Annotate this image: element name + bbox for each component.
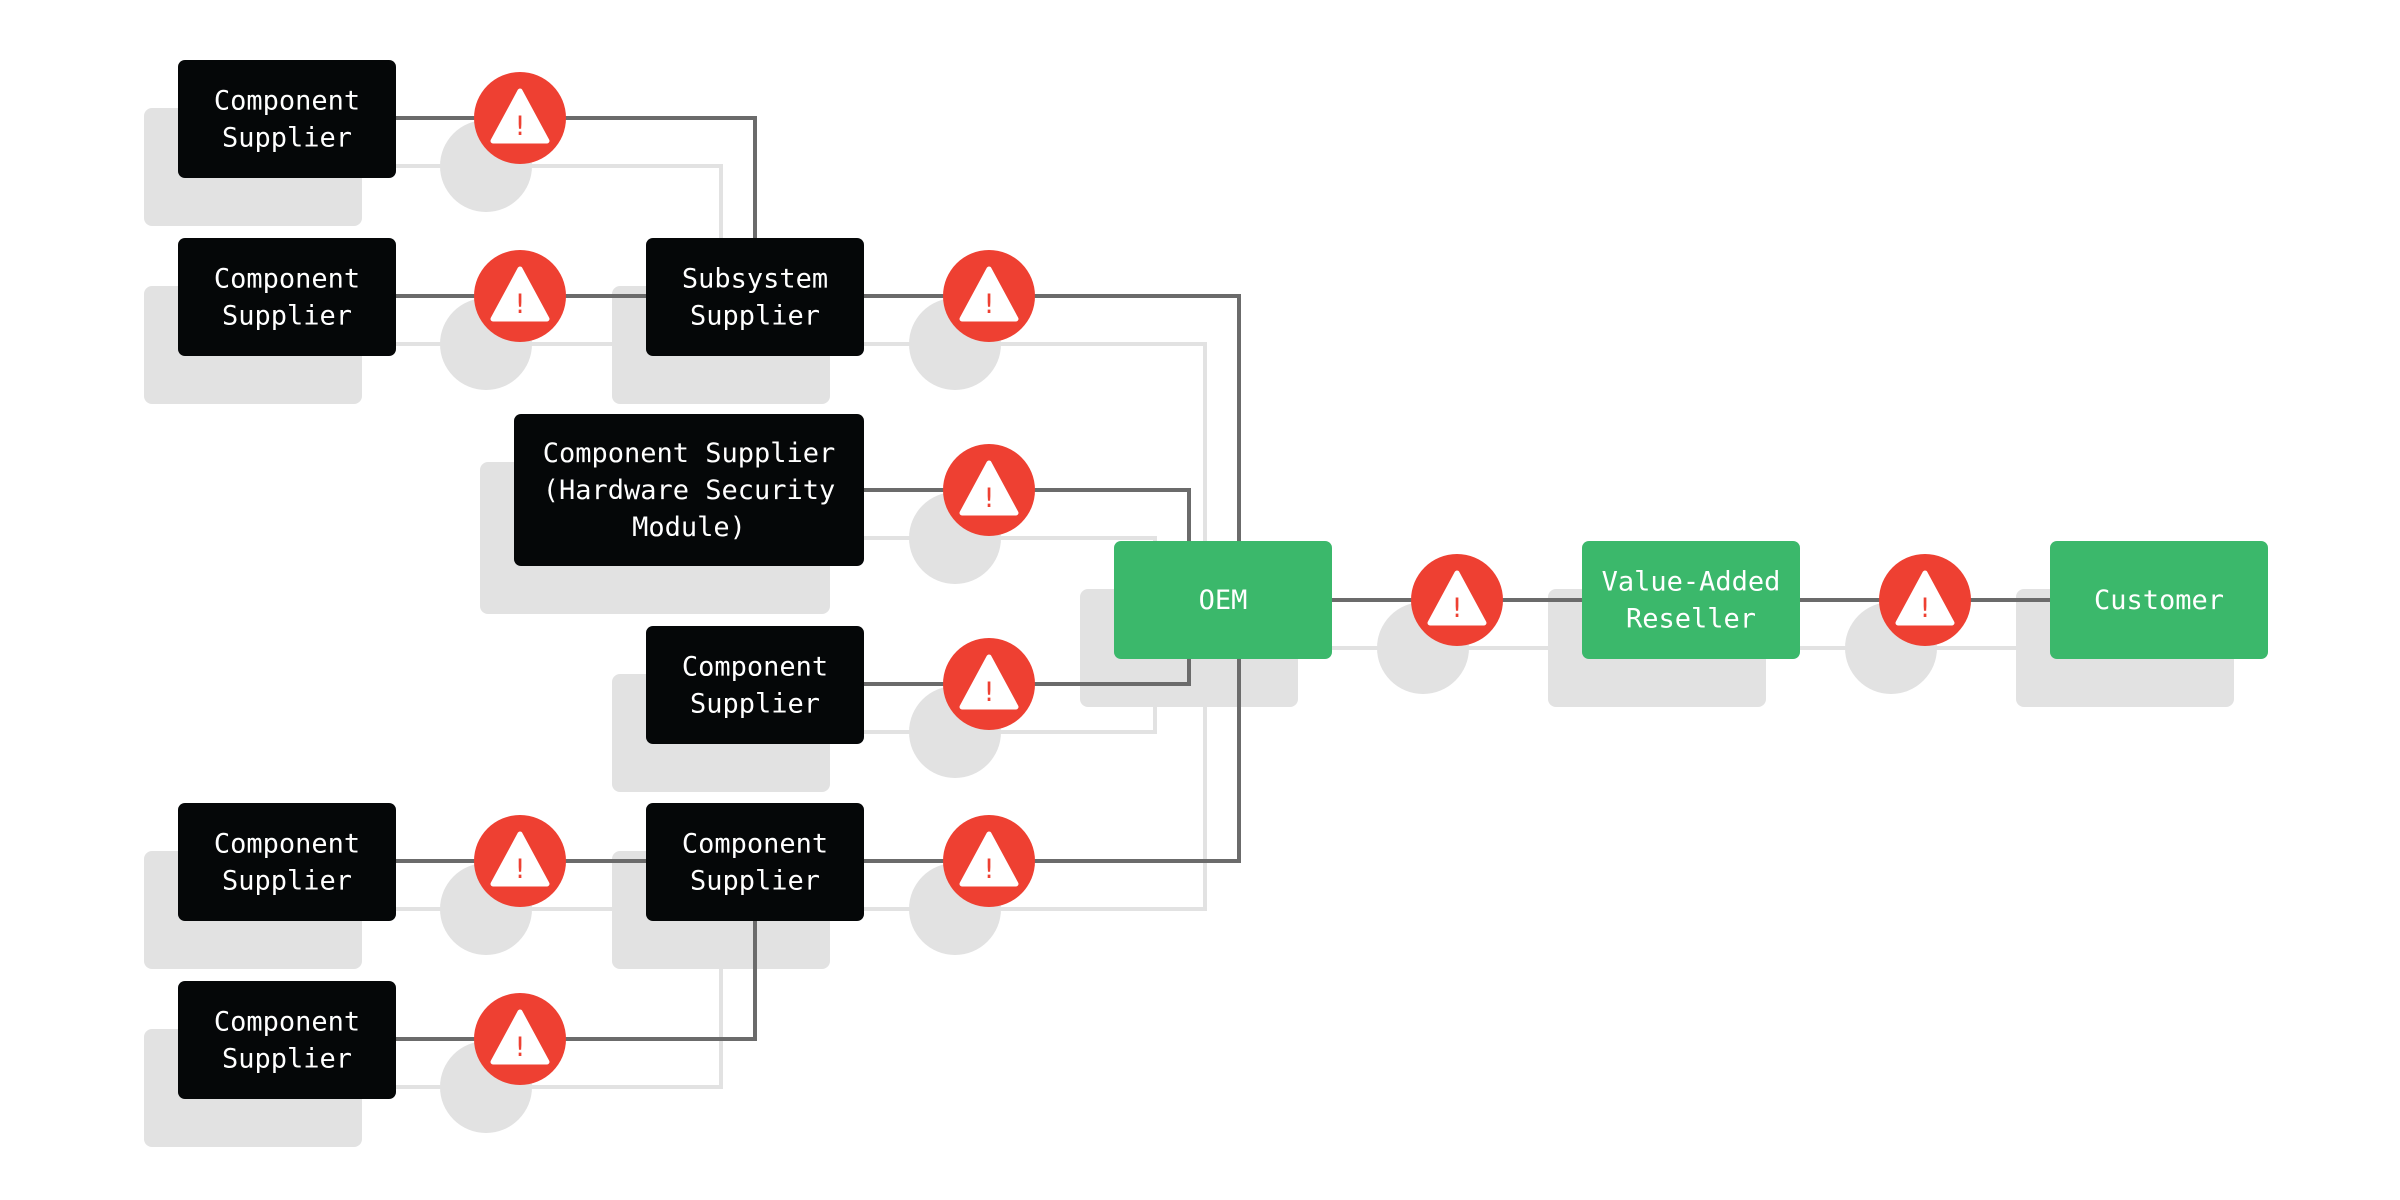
warning-exclamation: ! bbox=[984, 677, 995, 708]
partner-box bbox=[1582, 541, 1800, 659]
warning-exclamation: ! bbox=[984, 854, 995, 885]
warning-triangle bbox=[1895, 570, 1955, 626]
node-label-line: Supplier bbox=[690, 301, 820, 332]
supplier-box bbox=[178, 803, 396, 921]
warning-triangle-icon: ! bbox=[474, 250, 566, 342]
node-label-line: Supplier bbox=[222, 123, 352, 154]
node-label-line: Component bbox=[682, 829, 828, 860]
node-label-line: Subsystem bbox=[682, 264, 828, 295]
warning-exclamation: ! bbox=[1452, 593, 1463, 624]
warning-triangle bbox=[959, 831, 1019, 887]
node-label-line: Supplier bbox=[222, 1044, 352, 1075]
supplier-box bbox=[178, 238, 396, 356]
node-label-line: Component bbox=[214, 829, 360, 860]
warning-triangle-icon: ! bbox=[474, 72, 566, 164]
node-label-line: Component bbox=[682, 652, 828, 683]
warning-triangle-icon: ! bbox=[943, 250, 1035, 342]
warning-exclamation: ! bbox=[984, 289, 995, 320]
warning-layer: !!!!!!!!!! bbox=[474, 72, 1971, 1085]
warning-exclamation: ! bbox=[515, 289, 526, 320]
node-label-line: OEM bbox=[1199, 585, 1248, 616]
warning-triangle-icon: ! bbox=[1879, 554, 1971, 646]
node-label-line: Customer bbox=[2094, 585, 2224, 616]
partner-box bbox=[2050, 541, 2268, 659]
warning-exclamation: ! bbox=[515, 854, 526, 885]
warning-triangle bbox=[1427, 570, 1487, 626]
warning-triangle-icon: ! bbox=[474, 993, 566, 1085]
supplier-box bbox=[178, 981, 396, 1099]
node-label-line: Supplier bbox=[222, 301, 352, 332]
node-customer: Customer bbox=[2050, 541, 2268, 659]
warning-triangle bbox=[490, 831, 550, 887]
node-label-line: Supplier bbox=[222, 866, 352, 897]
warning-exclamation: ! bbox=[515, 1032, 526, 1063]
warning-triangle bbox=[959, 266, 1019, 322]
supplier-box bbox=[514, 414, 864, 566]
warning-triangle bbox=[490, 88, 550, 144]
node-label-line: (Hardware Security bbox=[543, 475, 836, 506]
warning-exclamation: ! bbox=[984, 483, 995, 514]
node-label-line: Supplier bbox=[690, 866, 820, 897]
supplier-box bbox=[178, 60, 396, 178]
node-label-line: Component bbox=[214, 86, 360, 117]
warning-exclamation: ! bbox=[515, 111, 526, 142]
warning-triangle-icon: ! bbox=[943, 815, 1035, 907]
supplier-box bbox=[646, 626, 864, 744]
supplier-box bbox=[646, 238, 864, 356]
warning-triangle bbox=[490, 1009, 550, 1065]
node-label-line: Component bbox=[214, 1007, 360, 1038]
warning-triangle-icon: ! bbox=[943, 444, 1035, 536]
warning-triangle-icon: ! bbox=[943, 638, 1035, 730]
node-hsm: Component Supplier (Hardware SecurityModu… bbox=[514, 414, 864, 566]
node-label-line: Component Supplier bbox=[543, 438, 836, 469]
warning-triangle bbox=[959, 654, 1019, 710]
warning-triangle bbox=[490, 266, 550, 322]
warning-triangle-icon: ! bbox=[474, 815, 566, 907]
node-label-line: Module) bbox=[632, 512, 746, 543]
node-label-line: Reseller bbox=[1626, 604, 1756, 635]
node-label-line: Value-Added bbox=[1602, 567, 1781, 598]
partner-box bbox=[1114, 541, 1332, 659]
warning-exclamation: ! bbox=[1920, 593, 1931, 624]
node-label-line: Component bbox=[214, 264, 360, 295]
supplier-box bbox=[646, 803, 864, 921]
node-label-line: Supplier bbox=[690, 689, 820, 720]
node-oem: OEM bbox=[1114, 541, 1332, 659]
warning-triangle bbox=[959, 460, 1019, 516]
warning-triangle-icon: ! bbox=[1411, 554, 1503, 646]
node-layer: ComponentSupplierComponentSupplierSubsys… bbox=[178, 60, 2268, 1099]
